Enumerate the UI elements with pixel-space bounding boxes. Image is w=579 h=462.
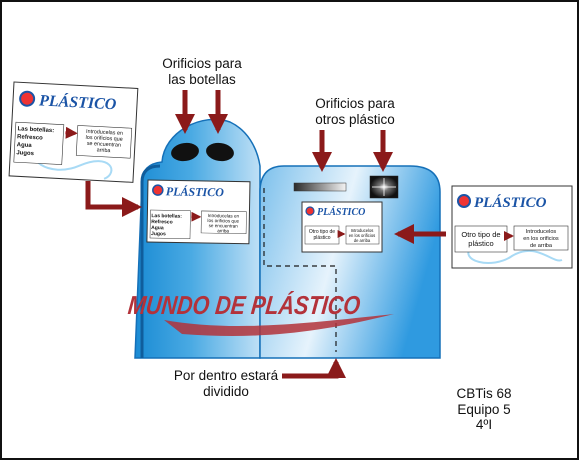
card-right-line: los orificios que xyxy=(207,218,239,224)
label-line: Orificios para xyxy=(162,56,242,71)
card-left-line: Jugos xyxy=(16,150,35,157)
card-left-line: Agua xyxy=(151,225,164,231)
inner-divider-dashed xyxy=(263,188,337,352)
label-credits: CBTis 68 Equipo 5 4ºI xyxy=(442,386,526,433)
card-right-line: arriba xyxy=(217,228,229,233)
arrow-divider-note xyxy=(282,358,346,379)
card-left-line: Las botellas: xyxy=(17,126,54,134)
credits-line: Equipo 5 xyxy=(457,401,511,417)
label-line: las botellas xyxy=(168,71,236,87)
label-line: Por dentro estará xyxy=(173,368,279,383)
card-left-line: Otro tipo de xyxy=(309,229,335,235)
card-right-line: Introducelos xyxy=(351,228,374,233)
card-right-line: de arriba xyxy=(530,243,553,249)
card-logo: PLÁSTICO xyxy=(38,90,118,113)
card-right-line: en los orificios xyxy=(349,233,376,238)
card-right-line: Introducelas en xyxy=(86,129,123,137)
credits-line: 4ºI xyxy=(475,417,493,433)
arrows xyxy=(85,90,446,379)
card-left-line: plástico xyxy=(314,235,331,241)
card-logo: PLÁSTICO xyxy=(474,194,547,211)
arrow-to-left-chamber xyxy=(85,181,142,217)
card-left-line: Jugos xyxy=(151,231,166,237)
credits-line: CBTis 68 xyxy=(456,386,512,401)
card-left-line: Las botellas: xyxy=(151,213,182,220)
card-bottles-on-container: PLÁSTICO Las botellas: Refresco Agua Jug… xyxy=(146,179,251,245)
card-right-line: arriba xyxy=(96,147,110,154)
label-line: otros plástico xyxy=(315,111,395,127)
card-left-line: Agua xyxy=(17,142,33,149)
card-other-on-container: PLÁSTICO Otro tipo de plástico Introduce… xyxy=(301,201,383,253)
label-line: Orificios para xyxy=(315,96,395,111)
card-right-line: se encuentran xyxy=(87,141,121,149)
title-banner: MUNDO DE PLÁSTICO xyxy=(127,290,394,336)
label-dividido: Por dentro estará dividido xyxy=(168,368,284,399)
card-logo: PLÁSTICO xyxy=(166,184,225,199)
card-right-line: los orificios que xyxy=(85,135,122,143)
label-orificios-otros: Orificios para otros plástico xyxy=(302,96,408,127)
card-other-standalone: PLÁSTICO Otro tipo de plástico Introduce… xyxy=(451,185,573,269)
card-bottles-standalone: PLÁSTICO Las botellas: Refresco Agua Jug… xyxy=(8,81,139,183)
card-logo: PLÁSTICO xyxy=(317,206,365,218)
card-right-line: Introducelos xyxy=(526,229,557,235)
bottle-hole-right xyxy=(206,142,234,162)
card-right-line: en los orificios xyxy=(523,236,559,242)
card-right-line: Introducelas en xyxy=(208,213,240,219)
card-left-line: Refresco xyxy=(151,219,173,225)
card-left-line: Otro tipo de xyxy=(461,230,500,239)
card-left-line: Refresco xyxy=(17,134,43,141)
label-line: dividido xyxy=(203,383,249,399)
label-orificios-botellas: Orificios para las botellas xyxy=(152,56,252,87)
card-left-line: plástico xyxy=(468,239,493,248)
card-right-line: se encuentran xyxy=(209,223,239,229)
other-plastic-slot-gradient xyxy=(293,182,347,192)
bottle-hole-left xyxy=(171,142,199,162)
title-banner-text: MUNDO DE PLÁSTICO xyxy=(127,290,362,320)
card-right-line: de arriba xyxy=(354,238,371,243)
